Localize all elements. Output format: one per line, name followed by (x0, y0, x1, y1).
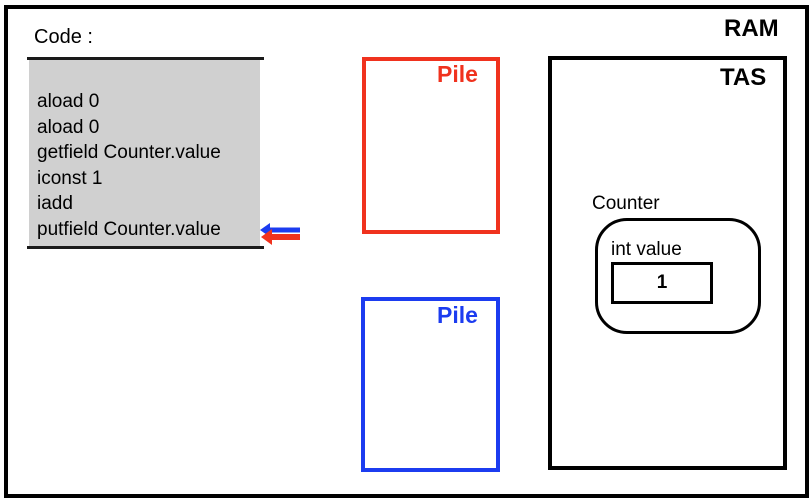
heap-box (548, 56, 787, 470)
code-line: iconst 1 (37, 167, 103, 189)
field-value: 1 (656, 272, 668, 293)
code-listing-box (29, 58, 260, 248)
code-line: aload 0 (37, 91, 100, 112)
field-label: int value (611, 239, 682, 260)
code-listing: aload 0 aload 0 getfield Counter.value i… (37, 89, 221, 243)
code-line: putfield Counter.value (37, 218, 221, 240)
code-line: aload 0 (37, 116, 100, 138)
code-line: getfield Counter.value (37, 142, 221, 164)
blue-stack-frame (361, 297, 500, 472)
blue-stack-label: Pile (437, 302, 478, 328)
ram-title: RAM (724, 15, 779, 42)
ram-frame (4, 5, 809, 498)
red-stack-frame (362, 57, 500, 234)
counter-object (595, 218, 761, 334)
code-top-rule (27, 57, 264, 60)
field-value-box (611, 262, 713, 304)
red-stack-label: Pile (437, 61, 478, 87)
heap-title: TAS (720, 64, 767, 91)
instruction-pointer-arrows (260, 223, 300, 245)
code-label: Code : (34, 26, 93, 48)
red-arrow-icon (261, 229, 300, 245)
code-bottom-rule (27, 246, 264, 249)
object-name: Counter (592, 193, 660, 214)
code-line: iadd (37, 193, 73, 215)
